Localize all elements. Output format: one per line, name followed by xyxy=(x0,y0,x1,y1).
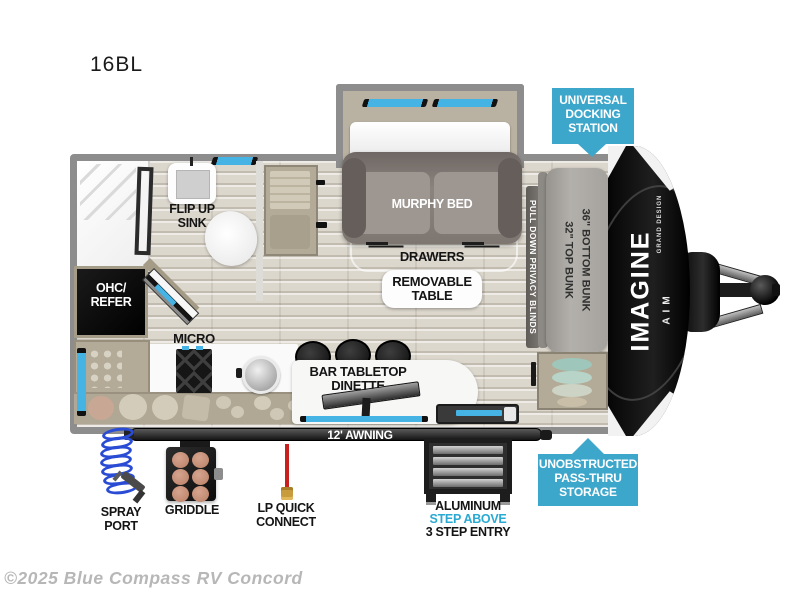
bathroom-partition xyxy=(256,161,263,301)
murphy-bed-label: MURPHY BED xyxy=(391,197,473,211)
sofa-armrest-left xyxy=(342,158,366,238)
stove xyxy=(176,349,212,393)
griddle-patty xyxy=(192,452,209,468)
dinette-window xyxy=(300,416,428,422)
stove-knob-2 xyxy=(196,346,203,350)
hitch-pin xyxy=(772,284,780,296)
step-slat-3 xyxy=(433,468,503,476)
cap-swoosh-top-left xyxy=(608,146,626,179)
bunk-label: 32" TOP BUNK 36" BOTTOM BUNK xyxy=(563,208,592,312)
counter-tray xyxy=(181,394,211,422)
aim-logo: AIM xyxy=(661,291,673,326)
sink-basin xyxy=(176,170,210,199)
counter-plate-3 xyxy=(152,395,178,420)
step-slat-2 xyxy=(433,457,503,465)
bunk-beds: 32" TOP BUNK 36" BOTTOM BUNK xyxy=(546,168,608,352)
dish-plate-2 xyxy=(552,371,592,384)
docking-station-callout: UNIVERSAL DOCKING STATION xyxy=(552,88,634,144)
spray-port-label: SPRAY PORT xyxy=(100,505,142,533)
sofa-leg-right xyxy=(462,242,484,245)
griddle-handle xyxy=(214,468,223,480)
sink-faucet xyxy=(190,157,193,166)
front-cap: IMAGINE GRAND DESIGN AIM xyxy=(608,146,690,436)
griddle-label: GRIDDLE xyxy=(164,503,220,517)
entry-step-accent xyxy=(456,410,502,416)
dish-plate-4 xyxy=(557,397,587,407)
wardrobe-towels xyxy=(270,171,310,209)
lp-fitting xyxy=(281,487,293,500)
dish-cabinet-handle xyxy=(531,362,536,386)
dish-plate-1 xyxy=(552,358,592,371)
counter-plate-4 xyxy=(216,396,231,409)
kitchen-window-left xyxy=(77,348,86,416)
counter-plate-2 xyxy=(119,394,147,420)
wardrobe-bin xyxy=(270,215,310,249)
awning-label: 12' AWNING xyxy=(327,428,393,442)
griddle-patty xyxy=(172,452,189,468)
pass-thru-callout: UNOBSTRUCTED PASS-THRU STORAGE xyxy=(538,454,638,506)
privacy-blinds-label: PULL DOWN PRIVACY BLINDS xyxy=(528,199,538,335)
slideout-window-left xyxy=(361,99,429,107)
griddle-bracket xyxy=(180,441,210,448)
micro-label: MICRO xyxy=(173,331,215,346)
counter-plate-6 xyxy=(254,396,271,410)
watermark: ©2025 Blue Compass RV Concord xyxy=(4,568,303,588)
counter-plate-7 xyxy=(270,408,284,420)
entry-steps-label: ALUMINUM STEP ABOVE 3 STEP ENTRY xyxy=(425,499,511,540)
removable-table xyxy=(382,270,482,308)
griddle-patty xyxy=(192,486,209,502)
exterior-steps xyxy=(424,438,512,494)
flip-up-sink-label: FLIP UP SINK xyxy=(169,202,215,230)
griddle-patty xyxy=(172,486,189,502)
cap-swoosh-bottom-left xyxy=(608,405,626,436)
counter-cups xyxy=(88,348,122,388)
grand-design-logo: GRAND DESIGN xyxy=(656,194,663,254)
dish-plate-3 xyxy=(552,384,592,397)
step-slat-1 xyxy=(433,446,503,454)
removable-table-label: REMOVABLE TABLE xyxy=(392,274,472,304)
sofa-leg-left xyxy=(366,242,388,245)
entry-step-pad xyxy=(504,407,516,421)
sofa-cushion-left xyxy=(354,172,430,234)
pass-thru-pointer xyxy=(572,438,604,454)
sofa-cushion-right xyxy=(434,172,510,234)
spray-nozzle-handle xyxy=(132,489,146,504)
sofa-armrest-right xyxy=(498,158,522,238)
step-slat-4 xyxy=(433,479,503,487)
refrigerator xyxy=(74,266,148,338)
awning-end-left xyxy=(124,429,134,440)
wardrobe-handle-top xyxy=(316,180,325,185)
griddle-patty xyxy=(172,469,189,485)
counter-plate-1 xyxy=(88,396,114,420)
kitchen-sink xyxy=(242,356,280,394)
privacy-blinds-strip: PULL DOWN PRIVACY BLINDS xyxy=(526,186,540,348)
bunk-lower-layer xyxy=(538,172,548,348)
shower-door xyxy=(134,166,154,256)
awning-end-right xyxy=(540,430,552,440)
stove-knob-1 xyxy=(182,346,189,350)
bathroom-window xyxy=(210,157,259,165)
kitchen-faucet xyxy=(236,368,242,378)
step-leg-left xyxy=(426,492,436,505)
ohc-refer-label: OHC/ REFER xyxy=(90,281,132,309)
step-leg-right xyxy=(500,492,510,505)
lp-quick-connect-label: LP QUICK CONNECT xyxy=(256,501,316,529)
docking-station-pointer xyxy=(578,144,606,157)
model-label: 16BL xyxy=(90,53,144,76)
griddle-patty xyxy=(192,469,209,485)
drawers-label: DRAWERS xyxy=(399,249,465,264)
counter-plate-5 xyxy=(231,406,244,418)
wardrobe-handle-bottom xyxy=(316,222,327,228)
lp-hose xyxy=(285,444,289,489)
slideout-window-right xyxy=(431,99,499,107)
shower-glass-lines xyxy=(80,164,136,220)
imagine-logo: IMAGINE xyxy=(626,230,655,352)
